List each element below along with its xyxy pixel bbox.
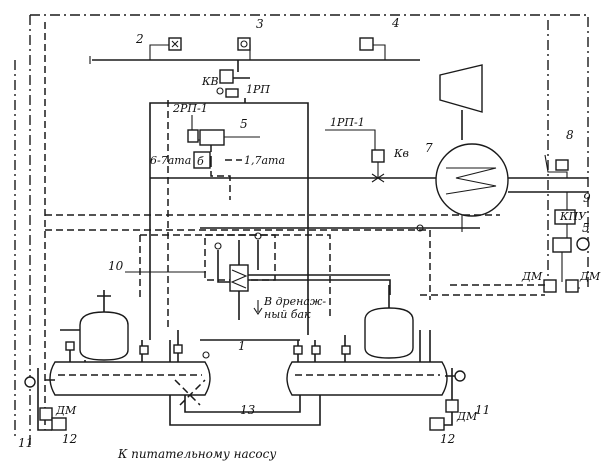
label-11a: 11 bbox=[18, 436, 33, 450]
label-kv-2: Кв bbox=[393, 147, 409, 160]
label-4: 4 bbox=[391, 16, 400, 30]
label-12b: 12 bbox=[440, 432, 455, 446]
label-dm-1: ДМ bbox=[521, 270, 543, 283]
header-instrument-2 bbox=[149, 37, 182, 60]
label-2: 2 bbox=[135, 32, 144, 46]
right-gauge-11 bbox=[454, 370, 466, 382]
label-5b: 5 bbox=[582, 221, 590, 235]
left-gauge-11 bbox=[24, 376, 36, 388]
valve-cooler-2 bbox=[254, 232, 262, 240]
label-drain-1: В дренаж- bbox=[263, 295, 326, 308]
control-boundary-line bbox=[29, 14, 589, 445]
feed-pump-caption: К питательному насосу bbox=[117, 447, 276, 461]
right-box-12 bbox=[429, 417, 445, 431]
right-relay-box bbox=[311, 345, 321, 355]
label-dm-4: ДМ bbox=[456, 410, 478, 423]
link-1rp-1 bbox=[325, 129, 376, 150]
instrument-8-line bbox=[544, 154, 568, 178]
cooler-pipes bbox=[217, 240, 390, 320]
right-gauge-box bbox=[341, 345, 351, 355]
right-storage-tank bbox=[286, 361, 448, 396]
valve-cooler-1 bbox=[214, 242, 222, 250]
regulator-aux-box bbox=[225, 88, 239, 98]
header-instrument-4 bbox=[359, 37, 386, 60]
valve-kv-box bbox=[371, 149, 385, 163]
relay-dashed-link bbox=[167, 100, 242, 330]
header-instrument-3 bbox=[237, 37, 251, 60]
steam-supply-pipe bbox=[149, 98, 309, 340]
label-12a: 12 bbox=[62, 432, 77, 446]
label-5: 5 bbox=[240, 117, 248, 131]
line-to-right-column bbox=[248, 279, 391, 295]
label-11b: 11 bbox=[475, 403, 490, 417]
left-relay-box bbox=[173, 344, 183, 354]
bottom-dash-link bbox=[174, 379, 206, 406]
left-deaerator-column bbox=[79, 311, 129, 361]
label-drain-2: ный бак bbox=[264, 308, 311, 321]
heater-output-line bbox=[508, 177, 588, 193]
turbine-symbol bbox=[439, 64, 483, 113]
right-dm-box bbox=[445, 399, 459, 413]
valve-on-main-line bbox=[371, 162, 385, 183]
label-1: 1 bbox=[238, 339, 246, 353]
left-box-12 bbox=[51, 417, 67, 431]
label-kpu: КПУ bbox=[559, 210, 587, 223]
label-kv: КВ bbox=[201, 75, 219, 88]
label-7: 7 bbox=[425, 141, 433, 155]
dm-box-right-2 bbox=[565, 279, 579, 293]
right-valve-box bbox=[293, 345, 303, 355]
dm-box-right-1 bbox=[543, 279, 557, 293]
right-deaerator-column bbox=[364, 307, 414, 359]
heater-7 bbox=[435, 143, 509, 217]
left-column-vent bbox=[97, 290, 111, 312]
valve-5-actuator bbox=[576, 237, 590, 251]
control-line-right bbox=[14, 20, 549, 440]
relay-6-box bbox=[193, 151, 211, 169]
instrument-8-box bbox=[555, 159, 569, 171]
cooler-coil bbox=[230, 269, 248, 289]
left-dm-box bbox=[39, 407, 53, 421]
feed-collector-13 bbox=[169, 395, 321, 426]
regulator-gauge-icon bbox=[216, 87, 224, 95]
label-1rp-1: 1РП-1 bbox=[330, 116, 365, 129]
relay-6-glyph: б bbox=[197, 155, 204, 168]
left-storage-tank bbox=[49, 361, 211, 396]
heater-coil bbox=[445, 167, 497, 195]
cooler-body bbox=[229, 264, 249, 292]
controller-sensor bbox=[187, 129, 199, 143]
label-9: 9 bbox=[583, 191, 591, 205]
label-8: 8 bbox=[566, 128, 574, 142]
dashed-network-upper bbox=[45, 214, 545, 320]
label-3: 3 bbox=[256, 17, 264, 31]
left-level-pipe bbox=[37, 368, 55, 431]
regulator-kv-box bbox=[219, 69, 234, 84]
kpu-box bbox=[554, 209, 576, 225]
left-gauge-box bbox=[65, 341, 75, 351]
label-2rp-1: 2РП-1 bbox=[172, 102, 208, 115]
label-1rp: 1РП bbox=[246, 83, 270, 96]
drain-arrow bbox=[253, 300, 263, 315]
left-valve-icon bbox=[202, 351, 210, 359]
label-10: 10 bbox=[108, 259, 124, 273]
label-dm-3: ДМ bbox=[55, 404, 77, 417]
label-6-7ata: 6-7ата bbox=[150, 154, 191, 167]
valve-5-box bbox=[552, 237, 572, 253]
label-1-7ata: 1,7ата bbox=[244, 154, 285, 167]
left-valve-box bbox=[139, 345, 149, 355]
label-dm-2: ДМ bbox=[579, 270, 601, 283]
label-13: 13 bbox=[240, 403, 256, 417]
valve-level-icon bbox=[416, 224, 424, 232]
controller-5 bbox=[199, 129, 225, 146]
